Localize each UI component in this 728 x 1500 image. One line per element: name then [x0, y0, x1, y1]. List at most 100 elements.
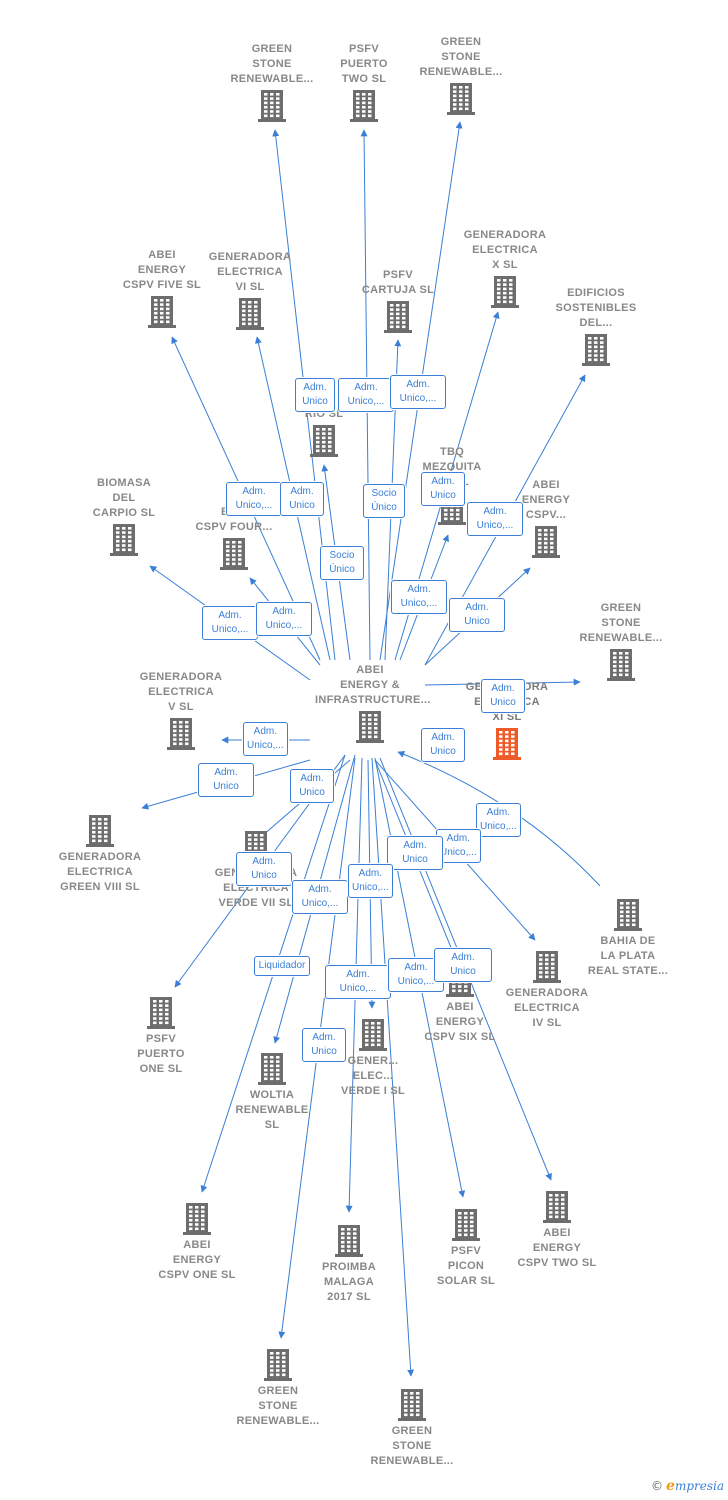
company-node-cartuja[interactable]: PSFV CARTUJA SL [343, 268, 453, 336]
company-node-g6[interactable]: GENERADORA ELECTRICA VI SL [195, 250, 305, 333]
company-node-one[interactable]: ABEI ENERGY CSPV ONE SL [142, 1200, 252, 1283]
building-icon [147, 997, 175, 1029]
company-name: ABEI ENERGY CSPV TWO SL [517, 1227, 597, 1269]
building-icon [543, 1191, 571, 1223]
building-icon [264, 1349, 292, 1381]
company-node-g8[interactable]: GENERADORA ELECTRICA GREEN VIII SL [45, 812, 155, 895]
building-icon [236, 298, 264, 330]
company-name: GENERADORA ELECTRICA X SL [463, 229, 547, 271]
relation-label[interactable]: Adm. Unico [434, 948, 492, 982]
building-icon [491, 276, 519, 308]
relation-label[interactable]: Adm. Unico,... [391, 580, 447, 614]
company-node-proimba[interactable]: PROIMBA MALAGA 2017 SL [294, 1222, 404, 1305]
building-icon [335, 1225, 363, 1257]
company-node-psfv1[interactable]: PSFV PUERTO ONE SL [106, 994, 216, 1077]
company-name: GREEN STONE RENEWABLE... [230, 43, 314, 85]
building-icon [398, 1389, 426, 1421]
building-icon [258, 1053, 286, 1085]
company-name: ABEI ENERGY CSPV... [521, 479, 571, 521]
center-company-node[interactable]: ABEI ENERGY & INFRASTRUCTURE... [315, 663, 431, 746]
building-icon [533, 951, 561, 983]
relation-label[interactable]: Adm. Unico,... [325, 965, 391, 999]
building-icon [607, 649, 635, 681]
building-icon [359, 1019, 387, 1051]
brand-name: mpresia [674, 1479, 724, 1493]
relation-label[interactable]: Socio Único [320, 546, 364, 580]
company-name: PSFV PUERTO TWO SL [340, 43, 388, 85]
company-node-gx[interactable]: GENERADORA ELECTRICA X SL [450, 228, 560, 311]
relation-label[interactable]: Adm. Unico [481, 679, 525, 713]
company-name: GENERADORA ELECTRICA IV SL [505, 987, 589, 1029]
relation-label[interactable]: Socio Único [363, 484, 405, 518]
brand-footer[interactable]: ©empresia [651, 1478, 724, 1494]
company-name: BIOMASA DEL CARPIO SL [92, 477, 156, 519]
company-node-gs4[interactable]: GREEN STONE RENEWABLE... [223, 1346, 333, 1429]
company-name: GENERADORA ELECTRICA GREEN VIII SL [58, 851, 142, 893]
company-node-psfv2[interactable]: PSFV PUERTO TWO SL [309, 42, 419, 125]
company-name: ABEI ENERGY CSPV SIX SL [424, 1001, 496, 1043]
relation-edge [371, 757, 415, 1377]
company-node-cspv[interactable]: ABEI ENERGY CSPV... [491, 478, 601, 561]
company-node-g5[interactable]: GENERADORA ELECTRICA V SL [126, 670, 236, 753]
company-name: GENERADORA ELECTRICA V SL [139, 671, 223, 713]
relation-label[interactable]: Adm. Unico,... [476, 803, 521, 837]
company-name: PROIMBA MALAGA 2017 SL [321, 1261, 377, 1303]
company-node-five[interactable]: ABEI ENERGY CSPV FIVE SL [107, 248, 217, 331]
building-icon [614, 899, 642, 931]
relation-label[interactable]: Adm. Unico,... [202, 606, 258, 640]
brand-initial: e [666, 1478, 675, 1494]
company-node-picon[interactable]: PSFV PICON SOLAR SL [411, 1206, 521, 1289]
building-icon [582, 334, 610, 366]
relation-label[interactable]: Adm. Unico,... [226, 482, 282, 516]
relation-label[interactable]: Adm. Unico [295, 378, 335, 412]
company-node-gs2[interactable]: GREEN STONE RENEWABLE... [406, 35, 516, 118]
company-name: PSFV PUERTO ONE SL [137, 1033, 185, 1075]
relation-label[interactable]: Adm. Unico,... [243, 722, 288, 756]
company-node-gs1[interactable]: GREEN STONE RENEWABLE... [217, 42, 327, 125]
company-node-gs3[interactable]: GREEN STONE RENEWABLE... [566, 601, 676, 684]
company-name: ABEI ENERGY CSPV FIVE SL [122, 249, 202, 291]
relation-label[interactable]: Adm. Unico,... [467, 502, 523, 536]
relation-label[interactable]: Adm. Unico,... [348, 864, 393, 898]
company-node-biomasa[interactable]: BIOMASA DEL CARPIO SL [69, 476, 179, 559]
relation-label[interactable]: Adm. Unico,... [292, 880, 348, 914]
relation-label[interactable]: Adm. Unico [280, 482, 324, 516]
company-name: GREEN STONE RENEWABLE... [370, 1425, 454, 1467]
relation-label[interactable]: Adm. Unico [387, 836, 443, 870]
relation-label[interactable]: Adm. Unico [236, 852, 292, 886]
copyright-icon: © [651, 1479, 664, 1493]
company-name: ABEI ENERGY & INFRASTRUCTURE... [315, 664, 431, 706]
building-icon [183, 1203, 211, 1235]
company-node-gv1[interactable]: GENER... ELEC... VERDE I SL [318, 1016, 428, 1099]
relation-label[interactable]: Adm. Unico,... [436, 829, 481, 863]
building-icon [532, 526, 560, 558]
company-name: GREEN STONE RENEWABLE... [579, 602, 663, 644]
relation-label[interactable]: Adm. Unico [449, 598, 505, 632]
company-name: GENERADORA ELECTRICA VI SL [208, 251, 292, 293]
company-node-woltia[interactable]: WOLTIA RENEWABLE SL [217, 1050, 327, 1133]
building-icon [258, 90, 286, 122]
company-node-four[interactable]: A... EN... CSPV FOUR... [179, 490, 289, 573]
relation-label[interactable]: Adm. Unico [290, 769, 334, 803]
relation-label[interactable]: Adm. Unico [421, 472, 465, 506]
relation-label[interactable]: Adm. Unico,... [338, 378, 394, 412]
building-icon [447, 83, 475, 115]
building-icon [452, 1209, 480, 1241]
relation-label[interactable]: Adm. Unico [302, 1028, 346, 1062]
relation-label[interactable]: Adm. Unico [421, 728, 465, 762]
relation-label[interactable]: Liquidador [254, 956, 310, 976]
company-name: GREEN STONE RENEWABLE... [236, 1385, 320, 1427]
relation-label[interactable]: Adm. Unico,... [256, 602, 312, 636]
relation-label[interactable]: Adm. Unico [198, 763, 254, 797]
relation-label[interactable]: Adm. Unico,... [390, 375, 446, 409]
company-node-gs5[interactable]: GREEN STONE RENEWABLE... [357, 1386, 467, 1469]
company-name: EDIFICIOS SOSTENIBLES DEL... [555, 287, 637, 329]
building-icon [310, 425, 338, 457]
company-node-bahia[interactable]: BAHIA DE LA PLATA REAL STATE... [573, 896, 683, 979]
company-name: PSFV PICON SOLAR SL [436, 1245, 495, 1287]
company-name: PSFV CARTUJA SL [361, 269, 435, 296]
company-node-g4[interactable]: GENERADORA ELECTRICA IV SL [492, 948, 602, 1031]
company-node-edif[interactable]: EDIFICIOS SOSTENIBLES DEL... [541, 286, 651, 369]
company-node-two[interactable]: ABEI ENERGY CSPV TWO SL [502, 1188, 612, 1271]
company-name: ABEI ENERGY CSPV ONE SL [158, 1239, 236, 1281]
